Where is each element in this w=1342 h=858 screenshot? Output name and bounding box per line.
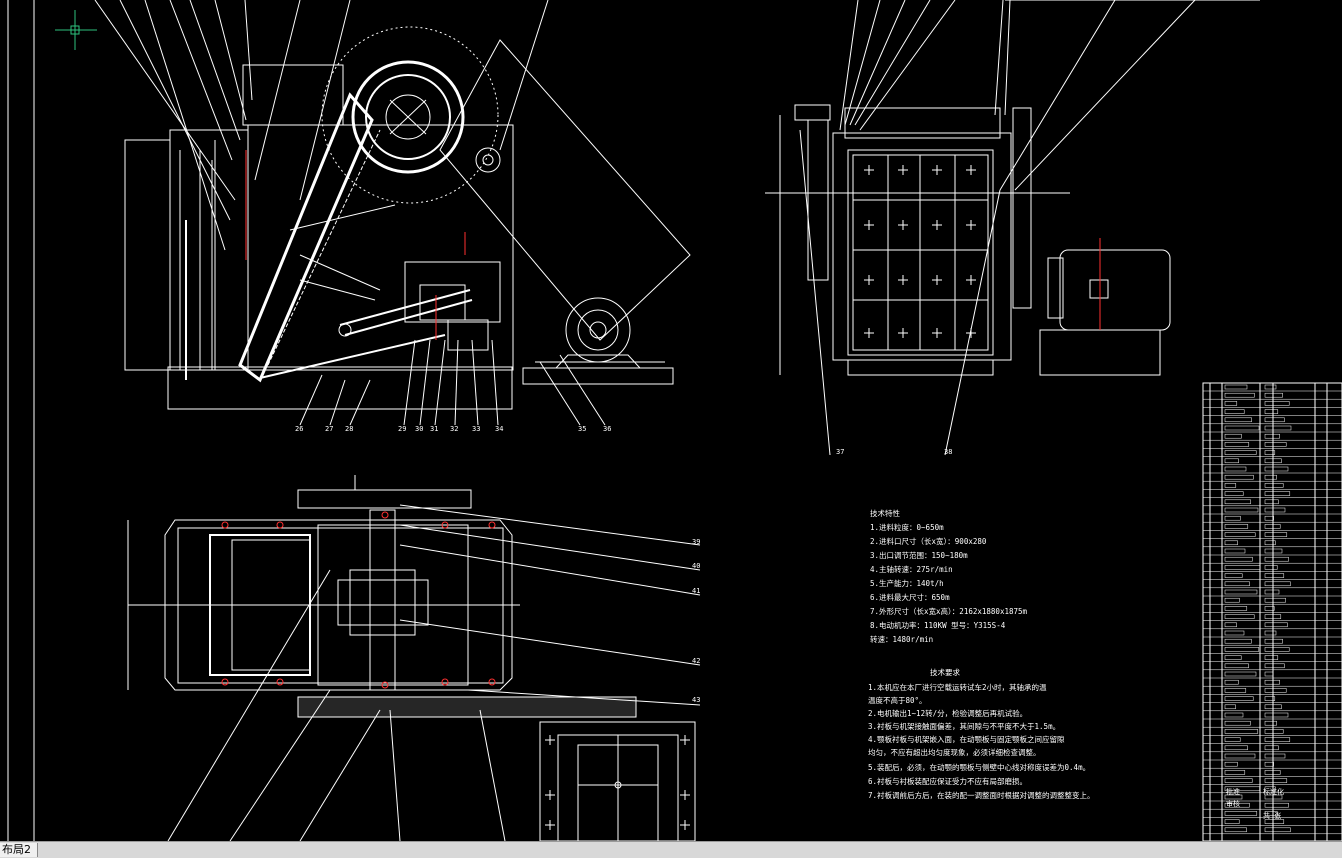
balloon-label: 38 [944,448,952,456]
tech-params-title: 技术特性 [870,508,900,518]
balloon-label: 33 [472,425,480,433]
tech-param-line: 转速：1480r/min [870,634,933,644]
title-cell: 标准化 [1263,787,1284,796]
balloon-label: 32 [450,425,458,433]
parts-list-rows [1203,384,1342,835]
tech-param-line: 7.外形尺寸（长x宽x高）：2162x1880x1875m [870,606,1028,616]
balloon-label: 43 [692,696,700,704]
balloon-label: 29 [398,425,406,433]
tech-req-line: 7.衬板调前后方后，在装的配一调整面时根据对调整的调整整变上。 [868,790,1095,800]
side-view-red-marks [245,150,466,340]
tech-req-line: 3.衬板与机架接触面偏差，其间隙与不平度不大于1.5m。 [868,721,1060,731]
plan-view-red-bolts [221,511,496,689]
balloon-label: 37 [836,448,844,456]
balloon-label: 27 [325,425,333,433]
balloon-label: 34 [495,425,503,433]
balloon-label: 26 [295,425,303,433]
side-view-drawing [94,0,691,426]
layout-tab-bar: 布局2 [0,841,1342,858]
tech-param-line: 1.进料粒度：0~650m [870,522,944,532]
ucs-cursor-icon [55,10,97,50]
tech-req-line: 2.电机输出1~12转/分，检验调整后再机试验。 [868,708,1027,718]
end-view-balloons: 37 38 [836,448,952,456]
title-block-cells: 批准 标准化 审核 共 张 [1226,787,1284,820]
title-cell: 审核 [1226,799,1240,808]
tech-req-line: 1.本机应在本厂进行空载运转试车2小时，其轴承的温 [868,682,1047,692]
technical-requirements: 技术要求 1.本机应在本厂进行空载运转试车2小时，其轴承的温 温度不高于80°。… [868,667,1095,800]
balloon-label: 28 [345,425,353,433]
end-view-drawing [765,0,1260,456]
end-view-crosses [864,165,976,338]
balloon-label: 41 [692,587,700,595]
layout-tab[interactable]: 布局2 [0,843,38,857]
plan-view-drawing [127,475,701,841]
tech-req-line: 温度不高于80°。 [868,695,927,705]
balloon-label: 35 [578,425,586,433]
side-view-balloons: 26 27 28 29 30 31 32 33 34 35 36 [295,425,611,433]
tech-req-title: 技术要求 [930,667,960,677]
balloon-label: 31 [430,425,438,433]
tech-param-line: 8.电动机功率：110KW 型号：Y315S-4 [870,620,1006,630]
tech-param-line: 3.出口调节范围：150~180m [870,550,968,560]
technical-parameters: 技术特性 1.进料粒度：0~650m 2.进料口尺寸（长x宽）：900x280 … [870,508,1028,644]
balloon-label: 36 [603,425,611,433]
tech-param-line: 2.进料口尺寸（长x宽）：900x280 [870,536,987,546]
parts-list-table [1202,382,1342,841]
tech-param-line: 4.主轴转速：275r/min [870,564,953,574]
tech-param-line: 5.生产能力：140t/h [870,578,944,588]
balloon-label: 40 [692,562,700,570]
tech-req-line: 6.衬板与衬板装配应保证受力不应有局部磨损。 [868,776,1027,786]
balloon-label: 42 [692,657,700,665]
title-cell: 批准 [1226,787,1240,796]
tech-req-line: 5.装配后，必须，在动颚的颚板与侧壁中心线对称度误差为0.4m。 [868,762,1090,772]
tech-param-line: 6.进料最大尺寸：650m [870,592,950,602]
balloon-label: 39 [692,538,700,546]
tech-req-line: 4.颚板衬板与机架嵌入面，在动颚板与固定颚板之间应留隙 [868,734,1065,744]
title-cell: 共 张 [1263,811,1281,820]
tech-req-line: 均匀，不应有超出均匀度现象，必须详细检查调整。 [868,747,1041,757]
plan-view-balloons: 39 40 41 42 43 [692,538,700,704]
balloon-label: 30 [415,425,423,433]
